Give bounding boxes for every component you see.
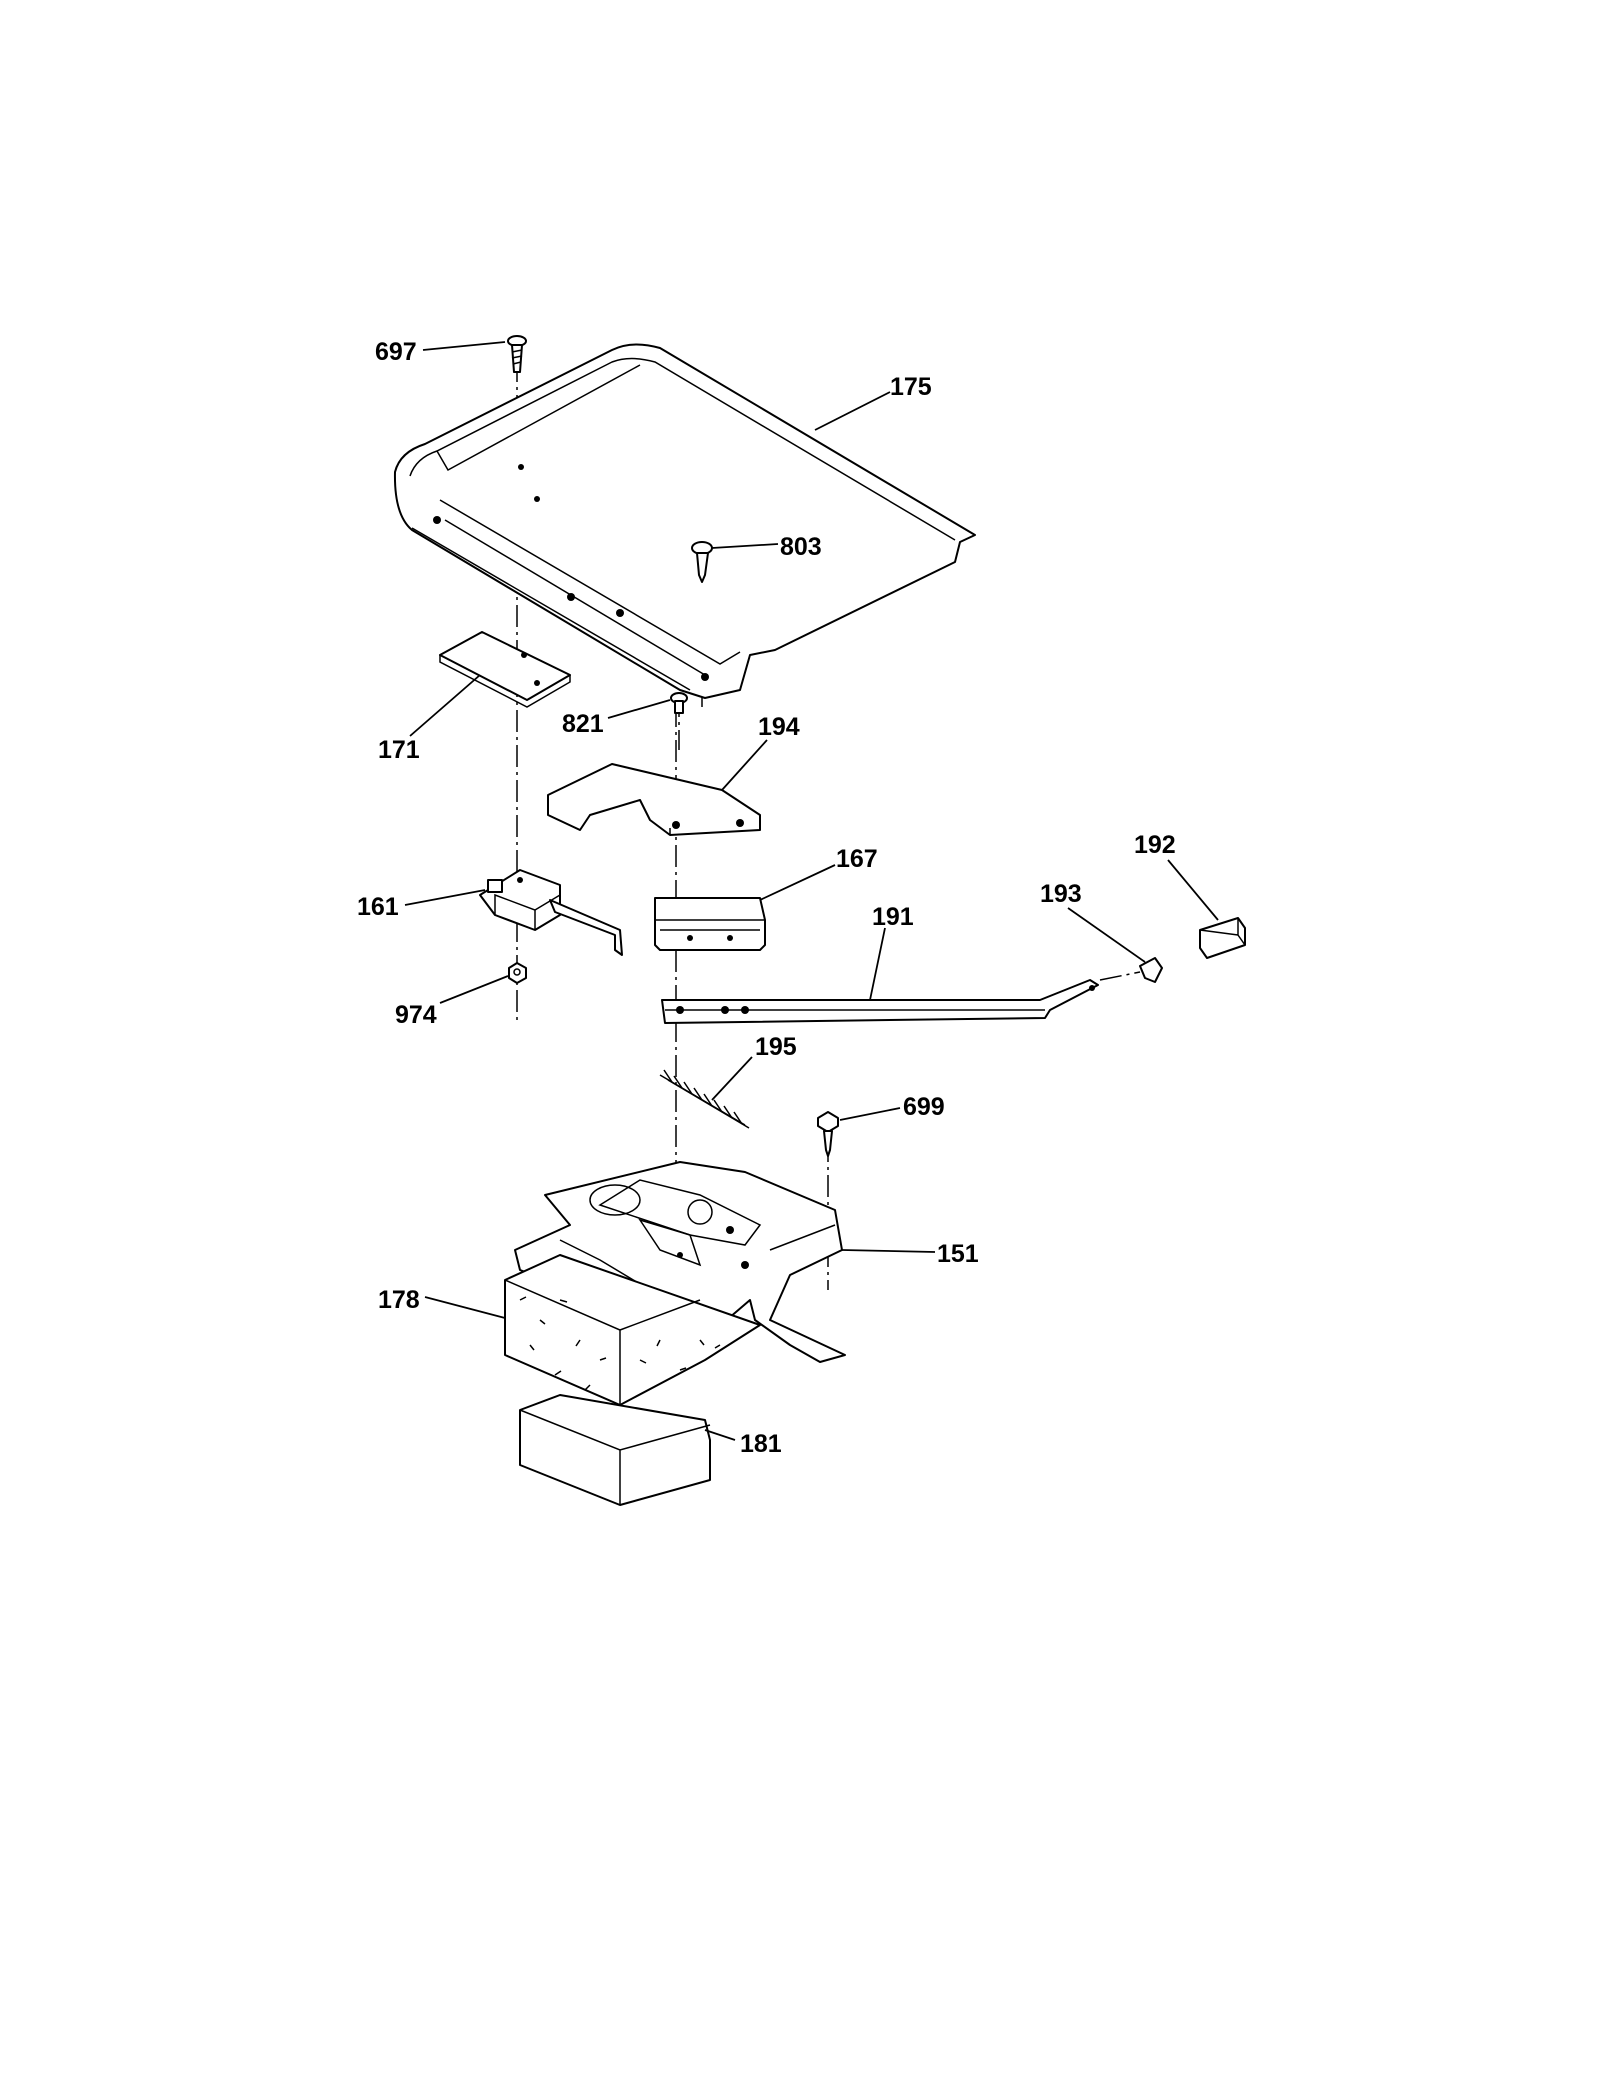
callout-171: 171 <box>378 736 420 764</box>
callout-178: 178 <box>378 1286 420 1314</box>
callout-151: 151 <box>937 1240 979 1268</box>
callout-194: 194 <box>758 713 800 741</box>
part-178-insulation <box>504 1254 761 1406</box>
part-161-switch <box>479 869 623 956</box>
leader-151 <box>841 1249 936 1253</box>
leader-171 <box>409 674 481 737</box>
leader-175 <box>814 391 891 431</box>
callout-181: 181 <box>740 1430 782 1458</box>
leader-699 <box>839 1107 901 1121</box>
leader-167 <box>759 864 836 901</box>
leader-181 <box>704 1429 736 1441</box>
part-697-screw <box>507 335 527 373</box>
leader-193 <box>1067 907 1146 963</box>
leader-803 <box>711 543 779 549</box>
part-803-screw <box>691 541 713 583</box>
callout-699: 699 <box>903 1093 945 1121</box>
leader-195 <box>711 1056 753 1101</box>
part-699-screw <box>817 1111 839 1157</box>
leader-194 <box>721 739 768 791</box>
leader-192 <box>1167 859 1219 921</box>
callout-167: 167 <box>836 845 878 873</box>
part-175-cover-panel <box>393 343 976 699</box>
callout-821: 821 <box>562 710 604 738</box>
part-193-clip <box>1099 957 1163 983</box>
callout-803: 803 <box>780 533 822 561</box>
part-194-bracket <box>547 763 761 836</box>
callout-697: 697 <box>375 338 417 366</box>
leader-161 <box>404 889 486 906</box>
callout-974: 974 <box>395 1001 437 1029</box>
part-171-plate <box>439 631 571 708</box>
callout-195: 195 <box>755 1033 797 1061</box>
part-181-box <box>519 1394 711 1506</box>
leader-821 <box>607 699 671 719</box>
part-151-latch-mechanism <box>514 1161 846 1363</box>
callout-161: 161 <box>357 893 399 921</box>
callout-191: 191 <box>872 903 914 931</box>
leader-697 <box>422 341 506 351</box>
part-974-nut <box>508 962 527 984</box>
callout-175: 175 <box>890 373 932 401</box>
part-195-spring <box>659 1069 750 1129</box>
leader-178 <box>424 1296 506 1319</box>
part-821-screw <box>670 692 688 714</box>
part-192-knob-cap <box>1199 917 1246 959</box>
part-191-rod <box>661 979 1099 1024</box>
leader-191 <box>869 927 886 1001</box>
leader-974 <box>439 975 509 1004</box>
part-167-block <box>654 897 766 951</box>
callout-192: 192 <box>1134 831 1176 859</box>
callout-193: 193 <box>1040 880 1082 908</box>
